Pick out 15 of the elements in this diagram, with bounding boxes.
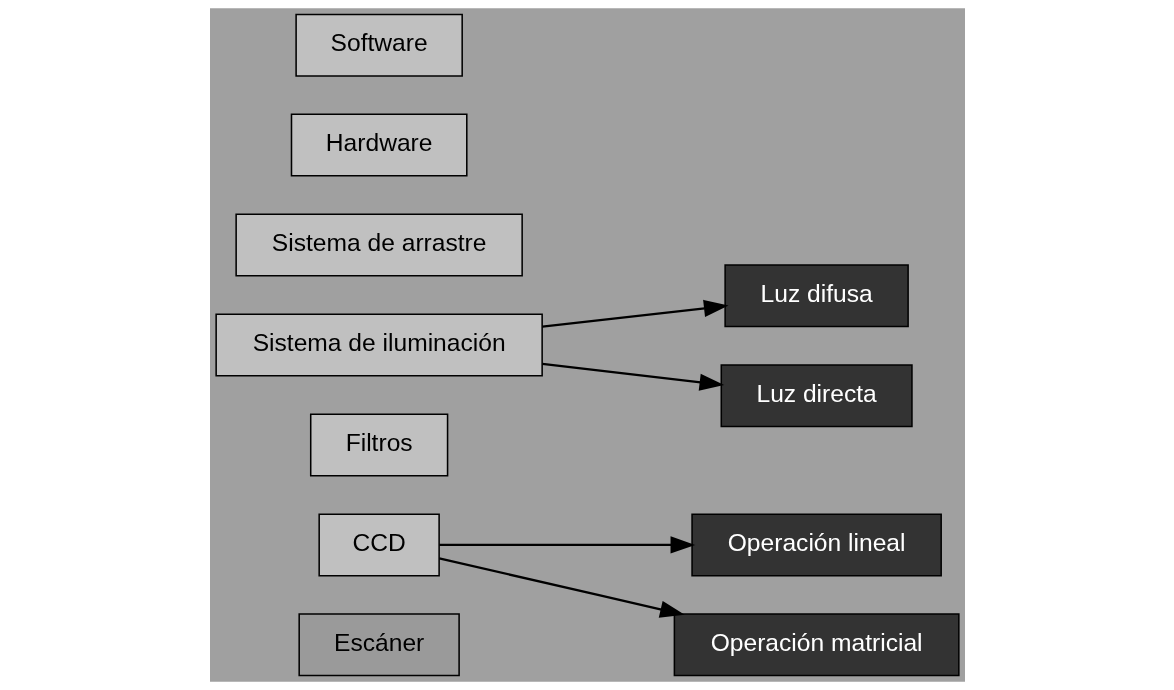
node-box: Software — [294, 13, 463, 77]
node-box: Operación matricial — [673, 613, 960, 677]
node-box: Luz difusa — [723, 264, 909, 328]
arrow — [541, 299, 729, 328]
arrow — [438, 557, 685, 618]
arrow — [541, 362, 724, 391]
node-box: CCD — [317, 513, 440, 577]
node-box: Luz directa — [720, 364, 913, 428]
arrow — [438, 536, 695, 554]
node-box: Operación lineal — [690, 513, 942, 577]
node-box: Escáner — [297, 613, 460, 677]
node-box: Filtros — [309, 413, 448, 477]
node-box: Hardware — [290, 113, 468, 177]
node-box: Sistema de arrastre — [234, 213, 523, 277]
node-box: Sistema de iluminación — [214, 313, 543, 377]
